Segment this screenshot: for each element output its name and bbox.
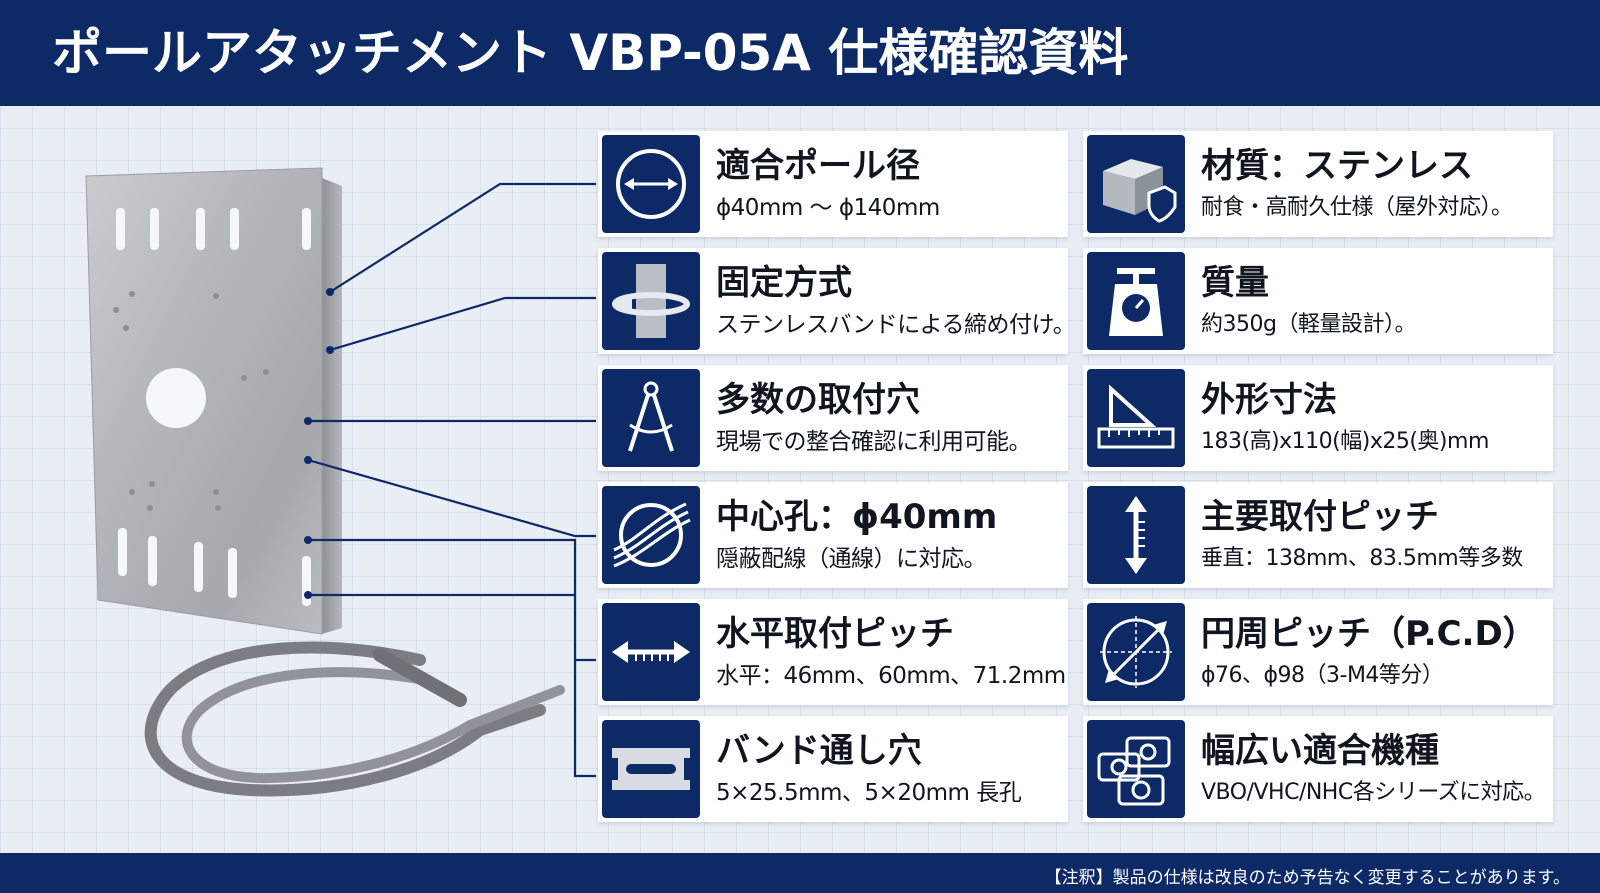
spec-desc: VBO/VHC/NHC各シリーズに対応。 [1201, 780, 1546, 805]
spec-title: バンド通し穴 [716, 731, 922, 771]
spec-title: 主要取付ピッチ [1201, 497, 1439, 537]
spec-card-main-pitch: 主要取付ピッチ 垂直：138mm、83.5mm等多数 [1083, 482, 1553, 588]
spec-desc: 約350g（軽量設計）。 [1201, 312, 1416, 337]
small-holes [113, 291, 269, 511]
spec-card-pole-diameter: 適合ポール径 ϕ40mm ～ ϕ140mm [598, 131, 1068, 237]
spec-desc: ϕ40mm ～ ϕ140mm [716, 195, 940, 221]
page-title: ポールアタッチメント VBP-05A 仕様確認資料 [52, 24, 1129, 82]
spec-card-band-slot: バンド通し穴 5×25.5mm、5×20mm 長孔 [598, 716, 1068, 822]
pole-diameter-icon [602, 135, 700, 233]
spec-desc: 5×25.5mm、5×20mm 長孔 [716, 780, 1022, 806]
spec-card-center-hole: 中心孔：ϕ40mm 隠蔽配線（通線）に対応。 [598, 482, 1068, 588]
slot-hole-icon [602, 720, 700, 818]
spec-title: 幅広い適合機種 [1201, 731, 1439, 771]
spec-card-compatible-models: 幅広い適合機種 VBO/VHC/NHC各シリーズに対応。 [1083, 716, 1553, 822]
spec-card-horizontal-pitch: 水平取付ピッチ 水平：46mm、60mm、71.2mm [598, 599, 1068, 705]
bottom-slots [118, 528, 311, 606]
spec-title: 外形寸法 [1201, 380, 1337, 420]
spec-desc: 垂直：138mm、83.5mm等多数 [1201, 546, 1523, 571]
spec-desc: 隠蔽配線（通線）に対応。 [716, 546, 987, 572]
spec-title: 材質：ステンレス [1201, 146, 1473, 186]
spec-desc: 耐食・高耐久仕様（屋外対応）。 [1201, 195, 1513, 220]
spec-title: 固定方式 [716, 263, 852, 303]
scale-icon [1087, 252, 1185, 350]
spec-card-fixing-method: 固定方式 ステンレスバンドによる締め付け。 [598, 248, 1076, 354]
stainless-block-icon [1087, 135, 1185, 233]
pcd-circle-icon [1087, 603, 1185, 701]
spec-title: 中心孔：ϕ40mm [716, 497, 998, 537]
spec-desc: ϕ76、ϕ98（3-M4等分） [1201, 663, 1444, 688]
header-bar: ポールアタッチメント VBP-05A 仕様確認資料 [0, 0, 1600, 106]
spec-desc: 水平：46mm、60mm、71.2mm [716, 663, 1066, 689]
cable-icon [602, 486, 700, 584]
horizontal-arrow-icon [602, 603, 700, 701]
spec-card-mount-holes: 多数の取付穴 現場での整合確認に利用可能。 [598, 365, 1068, 471]
spec-card-material: 材質：ステンレス 耐食・高耐久仕様（屋外対応）。 [1083, 131, 1553, 237]
spec-title: 質量 [1201, 263, 1269, 303]
spec-title: 円周ピッチ（P.C.D） [1201, 614, 1537, 654]
center-hole [146, 368, 206, 428]
footer-bar: 【注釈】製品の仕様は改良のため予告なく変更することがあります。 [0, 853, 1600, 893]
spec-title: 水平取付ピッチ [716, 614, 954, 654]
pointer-lines [307, 182, 596, 778]
spec-desc: 183(高)x110(幅)x25(奥)mm [1201, 429, 1489, 454]
product-illustration [85, 167, 596, 797]
spec-card-pcd: 円周ピッチ（P.C.D） ϕ76、ϕ98（3-M4等分） [1083, 599, 1553, 705]
spec-desc: ステンレスバンドによる締め付け。 [716, 312, 1076, 338]
plate-flange [322, 178, 342, 634]
spec-card-weight: 質量 約350g（軽量設計）。 [1083, 248, 1553, 354]
cameras-icon [1087, 720, 1185, 818]
spec-title: 多数の取付穴 [716, 380, 920, 420]
top-slots [116, 208, 311, 250]
spec-card-dimensions: 外形寸法 183(高)x110(幅)x25(奥)mm [1083, 365, 1553, 471]
spec-desc: 現場での整合確認に利用可能。 [716, 429, 1032, 455]
ruler-icon [1087, 369, 1185, 467]
pole-band-icon [602, 252, 700, 350]
stainless-band [144, 641, 565, 797]
compass-icon [602, 369, 700, 467]
spec-title: 適合ポール径 [716, 146, 920, 186]
footer-note: 【注釈】製品の仕様は改良のため予告なく変更することがあります。 [1044, 868, 1570, 888]
vertical-arrow-icon [1087, 486, 1185, 584]
pointer-dots [304, 288, 334, 599]
